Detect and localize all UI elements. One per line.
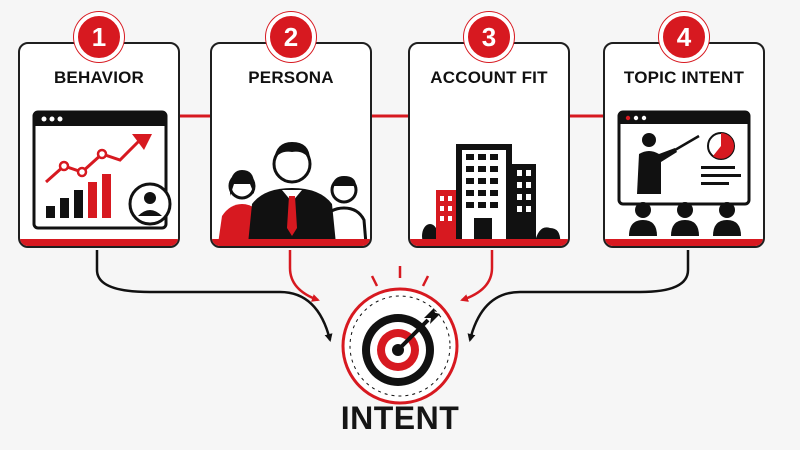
arrow-topic-to-intent [467, 250, 690, 342]
card-accent-bar [20, 239, 178, 246]
step-title: PERSONA [248, 68, 334, 87]
step-number-badge-3: 3 [464, 12, 514, 62]
card-accent-bar [410, 239, 568, 246]
step-card-behavior: BEHAVIOR [18, 42, 180, 248]
step-number-badge-2: 2 [266, 12, 316, 62]
card-accent-bar [605, 239, 763, 246]
step-title: BEHAVIOR [53, 68, 145, 87]
arrow-persona-to-intent [288, 250, 320, 302]
step-title: TOPIC INTENT [623, 68, 745, 87]
people-group-icon [218, 142, 368, 244]
presentation-audience-icon [617, 110, 751, 236]
step-number-badge-4: 4 [659, 12, 709, 62]
step-card-persona: PERSONA [210, 42, 372, 248]
step-card-account-fit: ACCOUNT FIT [408, 42, 570, 248]
office-building-icon [422, 144, 561, 244]
target-bullseye-icon [341, 266, 459, 405]
result-title: INTENT [340, 400, 460, 436]
browser-trend-chart-icon [32, 110, 172, 230]
card-accent-bar [212, 239, 370, 246]
step-card-topic-intent: TOPIC INTENT [603, 42, 765, 248]
arrow-behavior-to-intent [95, 250, 333, 342]
step-title: ACCOUNT FIT [430, 68, 548, 87]
step-number-badge-1: 1 [74, 12, 124, 62]
arrow-account-to-intent [460, 250, 494, 302]
